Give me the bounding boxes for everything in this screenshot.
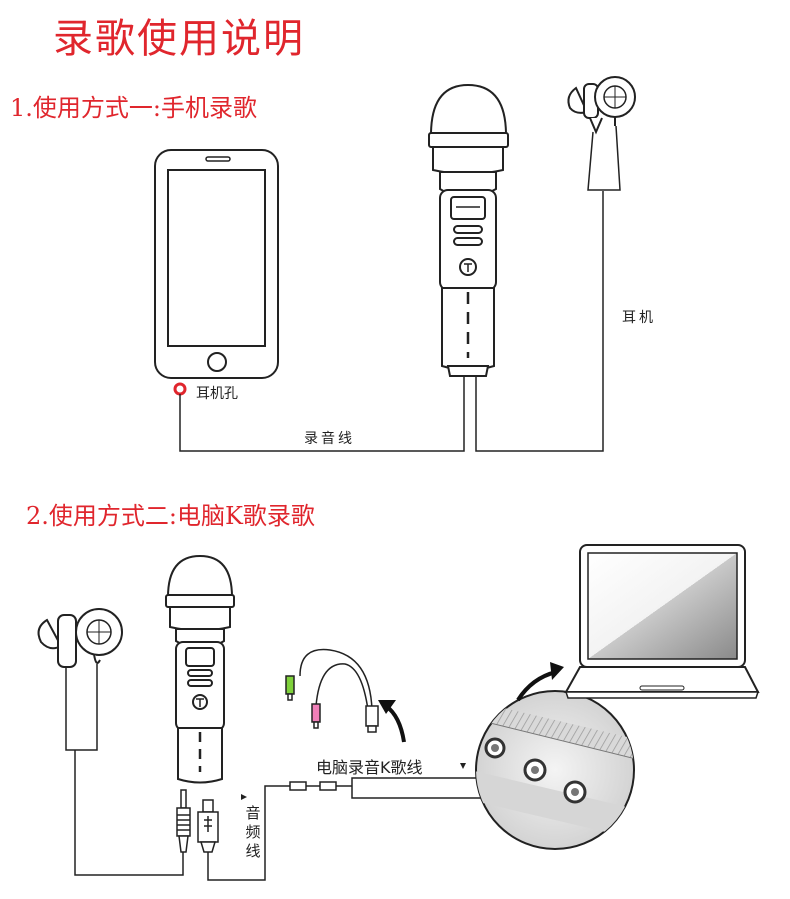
method1-heading: 1.使用方式一:手机录歌 (10, 94, 257, 122)
earphone-label: 耳机 (622, 310, 656, 326)
microphone-icon-2 (165, 554, 235, 784)
earphone-icon (567, 76, 636, 191)
pc-cable-label: 电脑录音K歌线 (316, 758, 423, 777)
headphone-jack-icon (173, 382, 187, 396)
laptop-icon (564, 544, 760, 699)
page-title: 录歌使用说明 (53, 16, 305, 62)
audio-jack-plug-icon (176, 789, 191, 853)
arrow-icon-4 (516, 662, 564, 702)
arrow-icon-2 (460, 763, 466, 769)
headphone-jack-label: 耳机孔 (196, 386, 238, 402)
arrow-icon-3 (378, 700, 406, 743)
recording-cable-label: 录音线 (304, 431, 355, 447)
method2-heading: 2.使用方式二:电脑K歌录歌 (26, 502, 315, 530)
audio-cable-label: 音频线 (245, 804, 261, 860)
recording-cable-1 (179, 191, 604, 452)
audio-splitter-cable-icon (285, 648, 379, 733)
smartphone-icon (154, 149, 279, 379)
microphone-icon (428, 83, 509, 377)
arrow-icon (241, 794, 247, 800)
audio-ports-zoom-icon (475, 690, 635, 850)
earphone-icon-2 (37, 608, 184, 876)
usb-plug-icon (197, 785, 290, 881)
